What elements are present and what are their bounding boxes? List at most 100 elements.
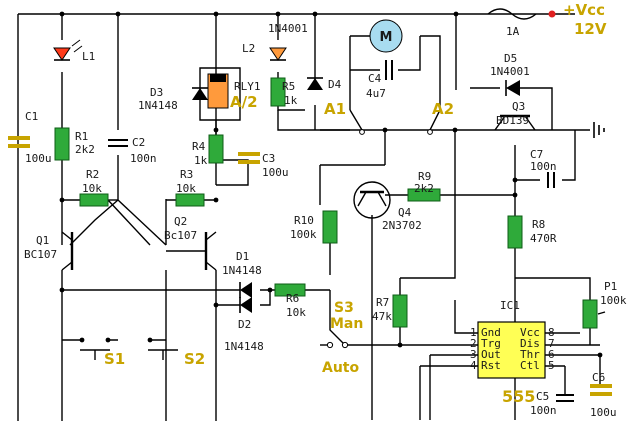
resistor-r6	[274, 283, 306, 297]
label-q1: Q1	[36, 234, 49, 247]
label-r4-val: 1k	[194, 154, 208, 167]
resistor-r2	[79, 193, 109, 207]
ic-pin-trg: Trg	[481, 337, 501, 350]
label-s3-auto: Auto	[322, 360, 359, 376]
led-l2-icon	[269, 47, 287, 61]
label-555: 555	[502, 387, 535, 406]
capacitor-c2	[108, 139, 128, 147]
label-c4: C4	[368, 72, 382, 85]
label-d1-val: 1N4148	[222, 264, 262, 277]
label-p1: P1	[604, 280, 617, 293]
ic-pin-num-8: 8	[548, 326, 555, 339]
label-c3: C3	[262, 152, 275, 165]
label-c2: C2	[132, 136, 145, 149]
label-r3: R3	[180, 168, 193, 181]
transistor-q4-icon	[353, 181, 391, 219]
resistor-r10	[322, 210, 338, 244]
label-p1-val: 100k	[600, 294, 627, 307]
label-r9: R9	[418, 170, 431, 183]
ic-pin-rst: Rst	[481, 359, 501, 372]
label-r10: R10	[294, 214, 314, 227]
label-r1: R1	[75, 130, 88, 143]
label-d4-top: 1N4001	[268, 22, 308, 35]
diode-d5-icon	[505, 80, 520, 96]
label-c5-val: 100n	[530, 404, 557, 417]
motor-icon: M	[369, 19, 403, 53]
label-q3-val: BD139	[496, 114, 529, 127]
label-c1: C1	[25, 110, 38, 123]
label-r10-val: 100k	[290, 228, 317, 241]
ic-pin-gnd: Gnd	[481, 326, 501, 339]
label-s3: S3	[334, 300, 354, 316]
label-c5: C5	[536, 390, 549, 403]
label-c6-val: 100u	[590, 406, 617, 419]
fuse-label: 1A	[506, 25, 520, 38]
ic-pin-num-4: 4	[470, 359, 477, 372]
resistor-r1	[54, 127, 70, 161]
label-d4: D4	[328, 78, 342, 91]
potentiometer-wiper-icon	[597, 311, 606, 315]
transistor-q1-icon	[61, 231, 74, 271]
resistor-r7	[392, 294, 408, 328]
label-l1: L1	[82, 50, 95, 63]
label-r7-val: 47k	[372, 310, 392, 323]
label-q2-val: Bc107	[164, 229, 197, 242]
switch-s3-icon	[326, 341, 349, 349]
label-r8-val: 470R	[530, 232, 557, 245]
capacitor-c1	[8, 136, 30, 148]
ic-pin-num-7: 7	[548, 337, 555, 350]
label-q3: Q3	[512, 100, 525, 113]
potentiometer-p1	[582, 299, 598, 329]
capacitor-c6	[590, 384, 612, 396]
resistors	[54, 77, 606, 329]
wiring	[17, 13, 601, 421]
label-s2: S2	[184, 350, 205, 368]
label-a2: A2	[432, 100, 454, 118]
fuse-icon	[487, 8, 556, 20]
label-d1: D1	[236, 250, 249, 263]
ic1-pins: Gnd Trg Out Rst Vcc Dis Thr Ctl 1 2 3 4 …	[470, 326, 555, 372]
junction-dots	[59, 11, 603, 358]
ic-pin-ctl: Ctl	[520, 359, 540, 372]
label-q4-val: 2N3702	[382, 219, 422, 232]
resistor-r5	[270, 77, 286, 107]
ic-pin-out: Out	[481, 348, 501, 361]
label-c6: C6	[592, 371, 605, 384]
ic-pin-num-5: 5	[548, 359, 555, 372]
voltage-label: 12V	[574, 20, 607, 38]
label-r6: R6	[286, 292, 299, 305]
label-d5: D5	[504, 52, 517, 65]
diode-d2-icon	[239, 297, 252, 313]
label-c7: C7	[530, 148, 543, 161]
label-d3-val: 1N4148	[138, 99, 178, 112]
transistor-q2-icon	[166, 231, 217, 271]
ic1-body	[477, 321, 546, 379]
label-d2-val: 1N4148	[224, 340, 264, 353]
resistor-r9	[407, 188, 441, 202]
label-q1-val: BC107	[24, 248, 57, 261]
label-c2-val: 100n	[130, 152, 157, 165]
label-r9-val: 2k2	[414, 182, 434, 195]
label-s3-man: Man	[330, 316, 363, 332]
resistor-r8	[507, 215, 523, 249]
transistor-q3-icon	[494, 114, 536, 131]
label-d2: D2	[238, 318, 251, 331]
relay-contact-icons	[359, 129, 433, 135]
label-rly1: RLY1	[234, 80, 261, 93]
label-c1-val: 100u	[25, 152, 52, 165]
label-r7: R7	[376, 296, 389, 309]
label-a1: A1	[324, 100, 346, 118]
label-d5-val: 1N4001	[490, 65, 530, 78]
pushbutton-s1-icon	[79, 337, 111, 360]
ground-icon	[593, 122, 605, 138]
ic-pin-dis: Dis	[520, 337, 540, 350]
ic-pin-vcc: Vcc	[520, 326, 540, 339]
diode-d3-icon	[192, 87, 208, 100]
capacitor-c3	[238, 152, 260, 164]
label-ic1: IC1	[500, 299, 520, 312]
capacitor-c7	[547, 172, 555, 188]
label-r8: R8	[532, 218, 545, 231]
labels: +Vcc 12V 1A L1 L2 C1 100u R1 2k2 C2 100n…	[24, 1, 627, 419]
label-s1: S1	[104, 350, 125, 368]
